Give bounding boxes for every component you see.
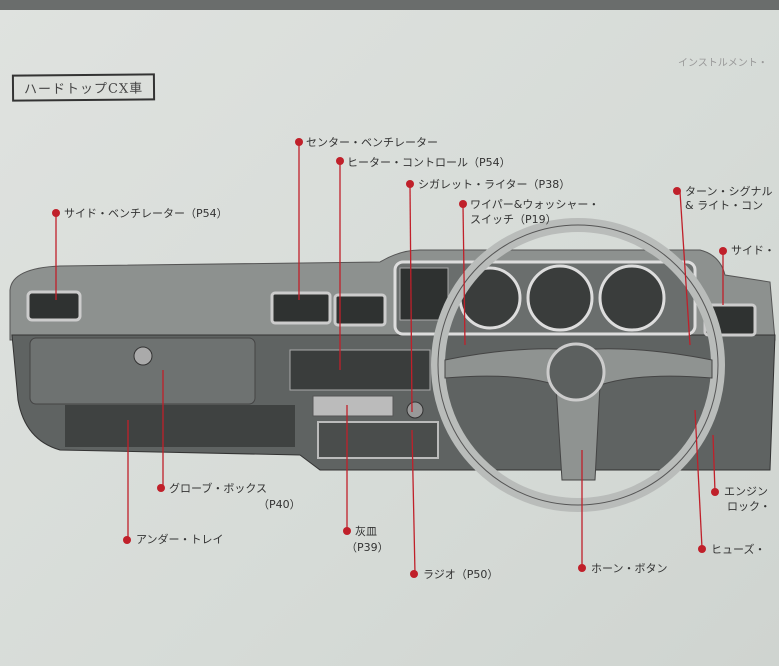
gauge-center [526, 264, 594, 332]
label-engine-lock-1: エンジン [724, 485, 768, 498]
label-wiper-switch-1: ワイパー&ウォッシャー・ [470, 198, 600, 211]
horn-pad [546, 342, 606, 402]
callout-dot [52, 209, 60, 217]
label-center-vent: センター・ベンチレーター [306, 136, 438, 149]
label-under-tray: アンダー・トレイ [136, 533, 224, 546]
label-wiper-switch-2: スイッチ（P19） [470, 213, 557, 226]
callout-dot [673, 187, 681, 195]
label-horn-button: ホーン・ボタン [591, 562, 668, 575]
callout-dot [336, 157, 344, 165]
callout-dot [123, 536, 131, 544]
label-glove-box-1: グローブ・ボックス [169, 482, 268, 495]
clock-panel [399, 267, 449, 321]
callout-dot [295, 138, 303, 146]
gauge-right [598, 264, 666, 332]
label-ashtray-2: （P39） [346, 541, 389, 554]
callout-dot [343, 527, 351, 535]
label-turn-signal-2: & ライト・コン [685, 199, 764, 212]
label-side-vent-right: サイド・ [731, 244, 775, 257]
label-radio: ラジオ（P50） [423, 568, 499, 581]
heater-panel [289, 349, 431, 391]
callout-dot [698, 545, 706, 553]
label-cigarette-lighter: シガレット・ライター（P38） [418, 178, 571, 191]
callout-dot [578, 564, 586, 572]
wheel-spokes [444, 348, 713, 481]
label-turn-signal-1: ターン・シグナル [685, 185, 773, 198]
callout-dot [410, 570, 418, 578]
center-vent-2 [333, 293, 387, 327]
callout-dot [719, 247, 727, 255]
label-heater-control: ヒーター・コントロール（P54） [347, 156, 511, 169]
glove-box [29, 337, 256, 405]
ashtray [312, 395, 394, 417]
left-vent [26, 290, 82, 322]
center-vent-1 [270, 291, 332, 325]
section-header: インストルメント・ [678, 58, 768, 69]
callout-dot [711, 488, 719, 496]
label-engine-lock-2: ロック・ [727, 500, 771, 513]
label-ashtray-1: 灰皿 [355, 525, 377, 538]
under-tray [65, 405, 295, 447]
photo-edge [0, 0, 779, 10]
label-side-vent-left: サイド・ベンチレーター（P54） [64, 207, 228, 220]
label-fuse: ヒューズ・ [711, 543, 766, 556]
label-glove-box-2: （P40） [258, 498, 301, 511]
callout-dot [459, 200, 467, 208]
glove-knob [133, 346, 153, 366]
radio [317, 421, 439, 459]
callout-dot [406, 180, 414, 188]
lighter [406, 401, 424, 419]
callout-dot [157, 484, 165, 492]
